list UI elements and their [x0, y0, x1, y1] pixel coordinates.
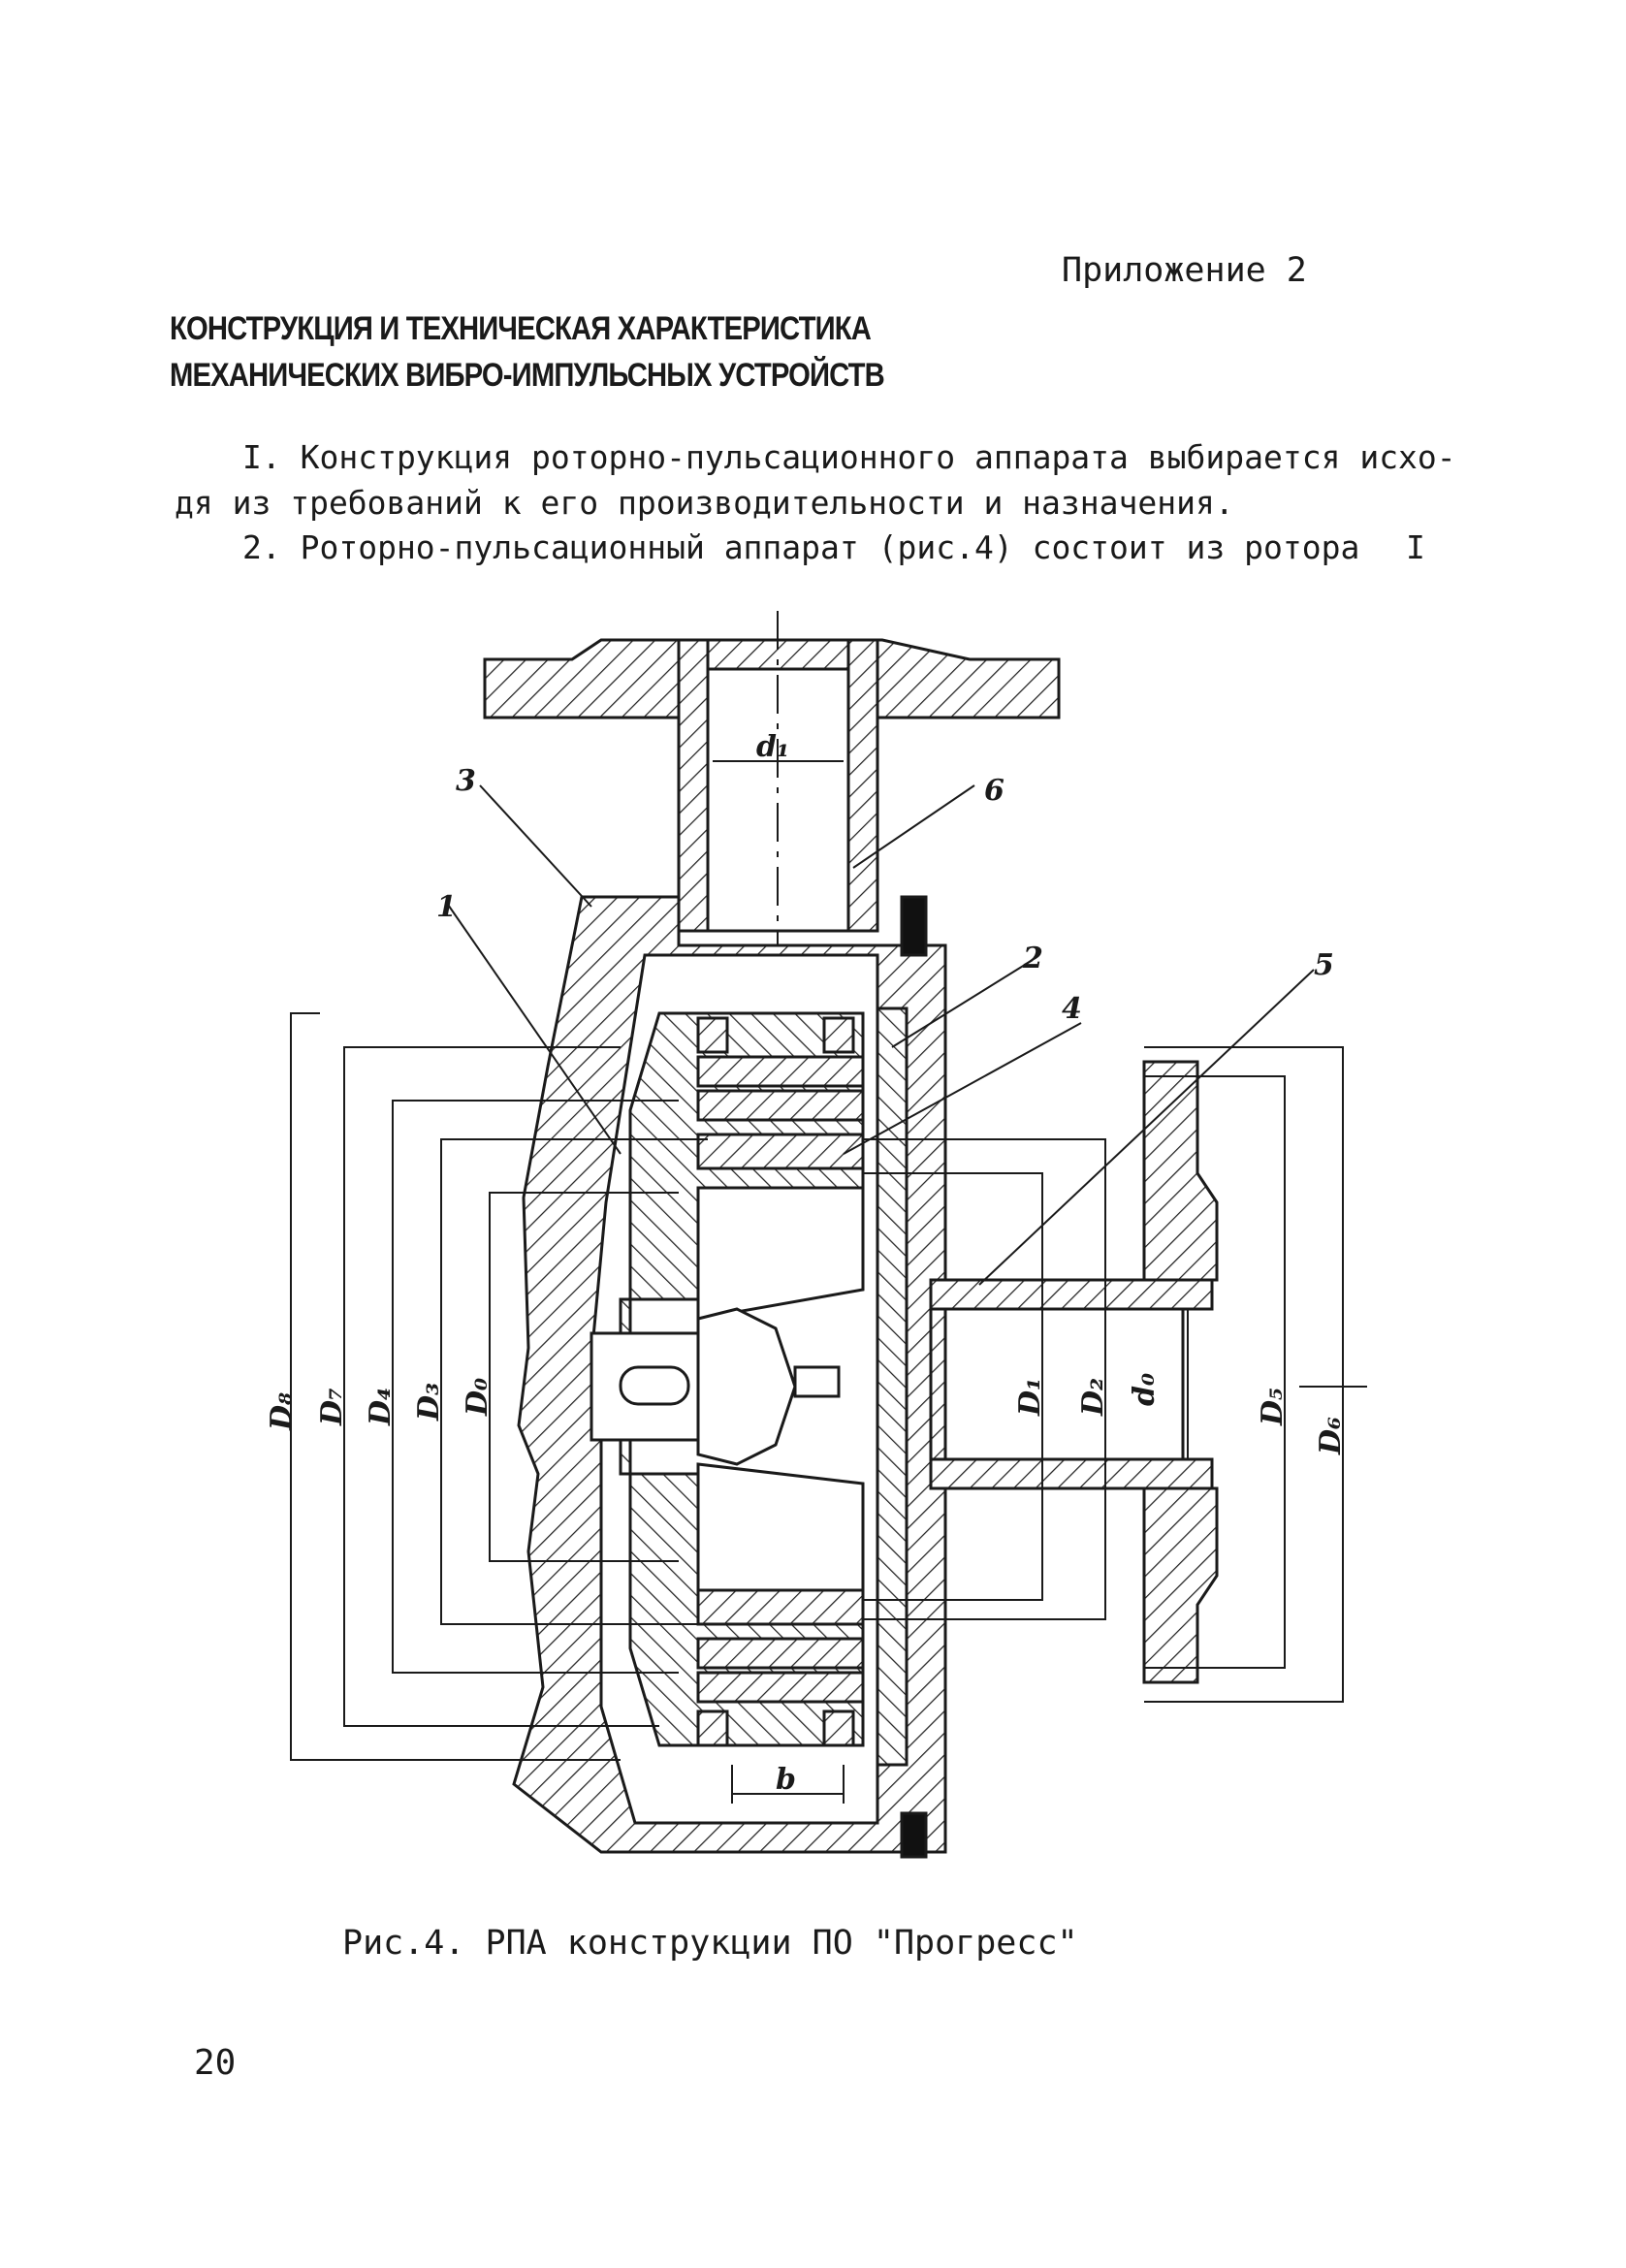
appendix-label: Приложение 2	[1062, 251, 1307, 290]
label-5: 5	[1314, 948, 1334, 982]
outlet-flange-lower	[1142, 1486, 1219, 1684]
lower-seal	[900, 1811, 928, 1859]
tooth-rings	[696, 1016, 865, 1747]
figure-caption: Рис.4. РПА конструкции ПО "Прогресс"	[342, 1924, 1078, 1963]
outlet-pipe-top	[929, 1278, 1214, 1311]
page-number: 20	[194, 2043, 237, 2083]
paragraph-1-line-2: дя из требований к его производительност…	[175, 484, 1234, 522]
dimension-lines	[290, 760, 1367, 1804]
label-D5: D₅	[1256, 1388, 1290, 1426]
paragraph-2-marker: I	[1406, 528, 1425, 566]
paragraph-2-line-1: 2. Роторно-пульсационный аппарат (рис.4)…	[242, 528, 1360, 566]
label-D6: D₆	[1314, 1417, 1348, 1455]
label-D4: D₄	[364, 1388, 398, 1426]
label-D3: D₃	[412, 1383, 446, 1421]
label-D1: D₁	[1013, 1378, 1047, 1417]
label-D2: D₂	[1076, 1378, 1110, 1417]
label-d1: d₁	[756, 730, 789, 764]
inlet-pipe-left-wall	[677, 638, 710, 933]
title-line-1: КОНСТРУКЦИЯ И ТЕХНИЧЕСКАЯ ХАРАКТЕРИСТИКА	[170, 310, 872, 347]
label-D0: D₀	[461, 1378, 494, 1417]
inlet-pipe-right-wall	[846, 638, 879, 933]
label-3: 3	[456, 764, 476, 798]
paragraph-1-line-1: I. Конструкция роторно-пульсационного ап…	[242, 438, 1456, 476]
label-b: b	[776, 1763, 796, 1797]
outlet-flange-upper	[1142, 1060, 1219, 1282]
outlet-pipe-bottom	[929, 1457, 1214, 1490]
rotor-blade-upper	[696, 1186, 865, 1321]
stator-disc	[876, 1006, 909, 1767]
label-2: 2	[1022, 942, 1043, 975]
upper-seal	[900, 895, 928, 957]
rotor-blade-lower	[696, 1462, 865, 1592]
label-D7: D₇	[315, 1388, 349, 1426]
shaft-key	[619, 1365, 690, 1406]
label-d0: d₀	[1128, 1373, 1162, 1406]
hub-nut	[696, 1307, 797, 1466]
label-D8: D₈	[265, 1392, 299, 1431]
label-6: 6	[984, 774, 1004, 808]
title-line-2: МЕХАНИЧЕСКИХ ВИБРО-ИМПУЛЬСНЫХ УСТРОЙСТВ	[170, 357, 885, 394]
label-4: 4	[1062, 992, 1082, 1026]
label-1: 1	[436, 890, 457, 924]
